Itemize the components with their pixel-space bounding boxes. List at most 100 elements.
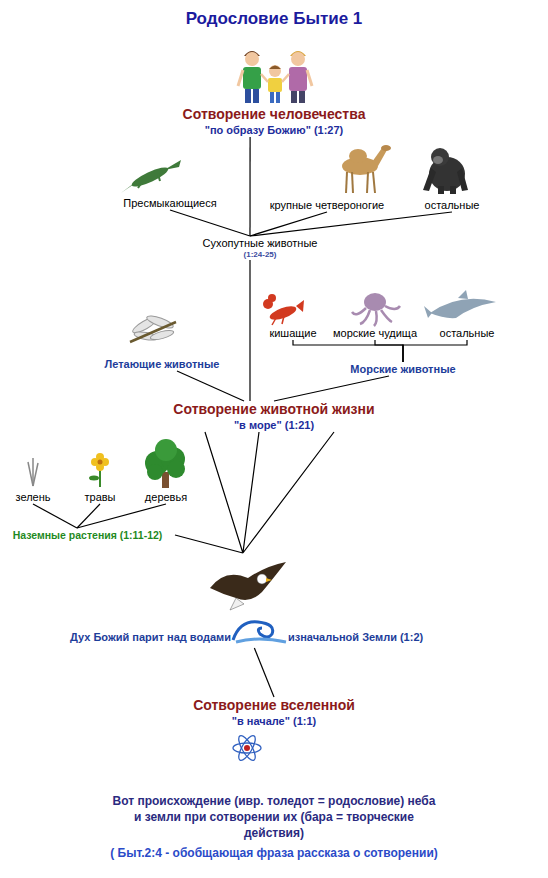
crocodile-icon (121, 160, 181, 193)
crocodile-icon (130, 164, 170, 190)
tree-line (175, 535, 243, 553)
dragonfly-icon (150, 329, 175, 342)
flower-icon (89, 476, 99, 481)
node-text: Дух Божий парит над водами (45, 630, 231, 644)
octopus-icon (352, 308, 366, 314)
lobster-icon (282, 316, 284, 324)
family-icon (245, 89, 251, 103)
eagle-icon (257, 574, 267, 584)
lobster-icon (272, 318, 276, 325)
family-icon (261, 74, 268, 82)
node-text: Пресмыкающиеся (110, 196, 230, 210)
tree-line (274, 376, 389, 401)
caption-text: Вот происхождение (ивр. толедот = родосл… (109, 793, 439, 841)
camel-icon (349, 149, 367, 163)
tree-node: Сотворение животной жизни"в море" (1:21) (124, 401, 424, 432)
grass-icon (28, 458, 38, 486)
tree-icon (145, 439, 185, 488)
crocodile-icon (164, 160, 181, 170)
camel-icon (352, 172, 353, 193)
tree-node: деревья (136, 490, 196, 504)
node-text: Наземные растения (1:11-12) (0, 528, 175, 542)
gorilla-icon (438, 186, 444, 194)
eagle-icon (210, 562, 286, 600)
node-text: "в начале" (1:1) (144, 714, 404, 728)
diagram-title: Родословие Бытие 1 (0, 9, 548, 29)
node-text: "по образу Божию" (1:27) (144, 123, 404, 137)
tree-line (250, 212, 452, 236)
tree-node: Пресмыкающиеся (110, 196, 230, 210)
tree-line (254, 648, 274, 697)
octopus-icon (385, 306, 400, 309)
dragonfly-icon (130, 322, 176, 342)
wave-icon (233, 622, 286, 642)
tree-icon (155, 439, 177, 461)
node-text: Сухопутные животные (180, 236, 340, 250)
tree-line (293, 340, 403, 362)
node-text: Морские животные (333, 362, 473, 376)
camel-icon (373, 172, 375, 193)
node-text: остальные (432, 326, 502, 340)
tree-line (403, 340, 467, 362)
tree-node: Морские животные (333, 362, 473, 376)
atom-icon (244, 745, 250, 751)
lobster-icon (268, 294, 276, 302)
crocodile-icon (138, 182, 142, 188)
dolphin-icon (458, 290, 468, 299)
octopus-icon (352, 293, 400, 326)
tree-node: Сухопутные животные(1:24-25) (180, 236, 340, 260)
tree-line (249, 260, 250, 401)
family-icon (238, 70, 243, 86)
tree-node: травы (75, 490, 125, 504)
atom-icon (236, 733, 259, 762)
node-text: крупные четвероногие (257, 198, 397, 212)
tree-node: остальные (412, 198, 492, 212)
dragonfly-icon (130, 313, 176, 342)
note-text: ( Быт.2:4 - обобщающая фраза рассказа о … (0, 845, 548, 861)
node-text: изначальной Земли (1:2) (288, 630, 438, 644)
family-icon (270, 92, 274, 103)
eagle-icon (230, 598, 244, 610)
octopus-icon (381, 310, 392, 322)
family-icon (291, 91, 297, 103)
gorilla-icon (423, 168, 436, 191)
node-text: травы (75, 490, 125, 504)
tree-node: Сотворение человечества"по образу Божию"… (144, 106, 404, 137)
gorilla-icon (433, 156, 443, 164)
tree-node: Сотворение вселенной"в начале" (1:1) (144, 697, 404, 728)
family-icon (238, 51, 312, 103)
octopus-icon (374, 311, 377, 326)
tree-node: зелень (8, 490, 58, 504)
tree-line (177, 371, 244, 401)
wave-icon (233, 622, 273, 640)
eagle-icon (210, 562, 286, 610)
node-text: остальные (412, 198, 492, 212)
tree-icon (147, 464, 163, 480)
octopus-icon (360, 310, 370, 324)
gorilla-icon (457, 168, 468, 191)
dolphin-icon (424, 306, 432, 318)
gorilla-icon (431, 148, 449, 166)
family-icon (245, 52, 259, 66)
tree-node: Дух Божий парит над водами изначальной Зе… (45, 553, 440, 648)
lobster-icon (263, 294, 304, 325)
tree-line (250, 212, 327, 236)
grass-icon (33, 463, 38, 486)
family-icon (243, 67, 261, 89)
node-text: зелень (8, 490, 58, 504)
camel-icon (381, 145, 391, 151)
node-text: морские чудища (322, 326, 428, 340)
family-icon (268, 78, 282, 92)
node-text: Сотворение вселенной (144, 697, 404, 714)
tree-line (205, 432, 334, 553)
flower-icon (89, 453, 109, 487)
node-text: кишащие (258, 326, 328, 340)
dolphin-icon (430, 299, 496, 318)
wave-icon (236, 639, 286, 642)
family-icon (276, 92, 280, 103)
family-icon (299, 91, 305, 103)
tree-node: кишащие (258, 326, 328, 340)
tree-line (77, 504, 166, 528)
node-text: Летающие животные (87, 357, 237, 371)
